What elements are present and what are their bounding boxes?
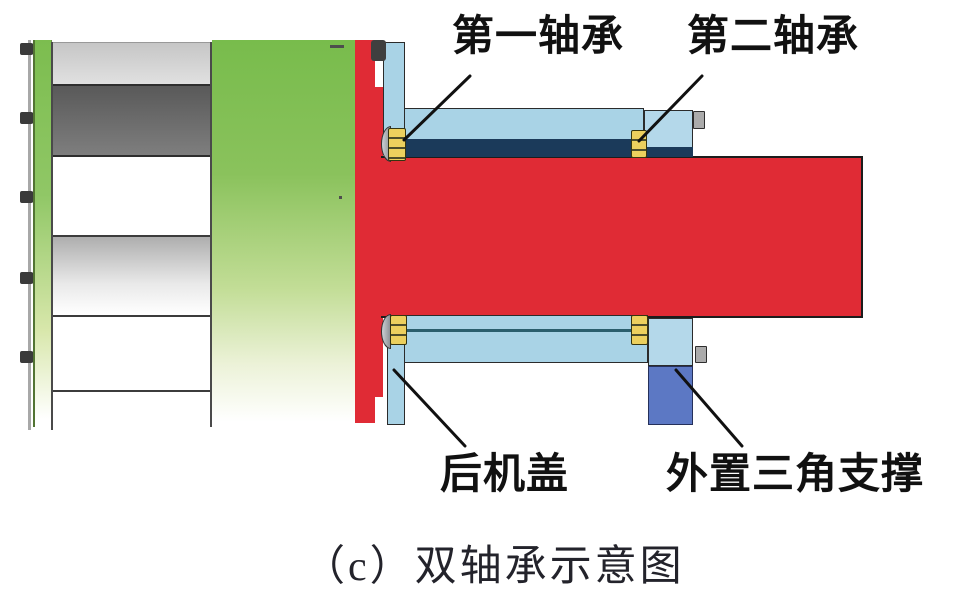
endcap-bolt-icon [693, 111, 705, 129]
first-bearing-top [388, 128, 406, 161]
second-bearing-top [631, 130, 647, 158]
rear-end-plate [355, 87, 383, 397]
figure-caption: （c）双轴承示意图 [303, 544, 685, 590]
rear-end-plate [355, 397, 375, 423]
label-second-bearing: 第二轴承 [687, 14, 860, 60]
bearing-endcap-top [644, 110, 693, 148]
label-triangle-support: 外置三角支撑 [666, 452, 925, 498]
label-first-bearing: 第一轴承 [452, 14, 625, 60]
rotor-shaft [381, 156, 863, 318]
frame-bolt-icon [20, 112, 34, 124]
lamination-band [52, 157, 212, 235]
inner-sleeve-top-end [645, 147, 693, 157]
first-bearing-bottom [390, 315, 407, 345]
rear-cover-top-flange [383, 42, 405, 140]
lamination-band-dark [52, 84, 212, 157]
external-triangle-support-block [648, 366, 693, 425]
frame-bolt-icon [20, 191, 34, 203]
motor-housing-green [212, 40, 355, 422]
lamination-band [52, 315, 212, 390]
lamination-band [52, 390, 212, 428]
housing-dot [339, 196, 342, 199]
rear-cover-top-band [404, 108, 644, 140]
rear-cover-bottom-band [404, 315, 648, 363]
rear-end-plate [355, 59, 375, 87]
label-rear-cover: 后机盖 [440, 452, 570, 498]
lamination-band [52, 42, 212, 84]
bearing-endcap-bottom [648, 318, 693, 366]
frame-bolt-icon [20, 272, 34, 284]
motor-frame-strip [33, 40, 52, 427]
cover-bolt-icon [371, 40, 386, 61]
left-frame-edge-line [28, 40, 31, 430]
frame-bolt-icon [20, 43, 34, 55]
housing-mark [330, 45, 344, 48]
lamination-right-border [210, 42, 212, 427]
inner-sleeve-top [405, 139, 633, 157]
lamination-left-border [51, 42, 53, 430]
lamination-band [52, 235, 212, 315]
sleeve-seam-line [406, 329, 646, 332]
endcap-bolt-icon [695, 346, 707, 363]
frame-bolt-icon [20, 351, 34, 363]
second-bearing-bottom [631, 315, 648, 345]
